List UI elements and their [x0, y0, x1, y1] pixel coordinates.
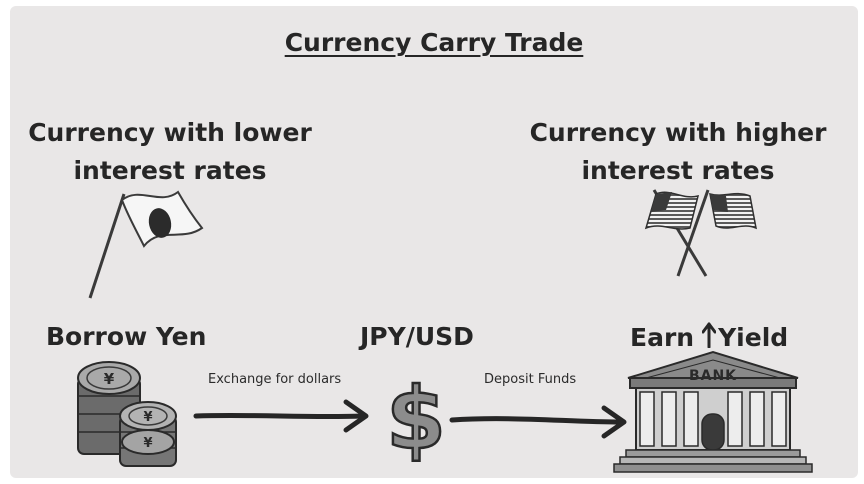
- diagram-artwork: ¥ ¥ ¥ $: [77, 189, 813, 473]
- lower-rate-heading: Currency with lower interest rates: [20, 114, 320, 190]
- exchange-arrow: [193, 399, 369, 433]
- yen-coins-icon: [77, 361, 177, 467]
- crossed-usa-flags-icon: [644, 189, 757, 277]
- currency-pair-label: JPY/USD: [360, 322, 474, 351]
- higher-rate-heading: Currency with higher interest rates: [518, 114, 838, 190]
- lower-rate-heading-line2: interest rates: [73, 156, 267, 185]
- bank-building-icon: [613, 350, 813, 473]
- diagram-panel: Currency Carry Trade Currency with lower…: [10, 6, 858, 478]
- borrow-yen-label: Borrow Yen: [46, 322, 207, 351]
- earn-yield-label: Earn Yield: [630, 322, 788, 352]
- higher-rate-heading-line2: interest rates: [581, 156, 775, 185]
- exchange-arrow-caption: Exchange for dollars: [208, 372, 342, 387]
- page-title: Currency Carry Trade: [284, 28, 584, 57]
- bank-sign: BANK: [688, 368, 738, 384]
- earn-label-prefix: Earn: [630, 323, 695, 352]
- japan-flag-icon: [88, 190, 204, 299]
- earn-label-suffix: Yield: [718, 323, 789, 352]
- coin-yen-symbol-3: ¥: [143, 436, 152, 451]
- higher-rate-heading-line1: Currency with higher: [529, 118, 827, 147]
- arrow-up-icon: [702, 322, 717, 348]
- deposit-arrow: [449, 405, 627, 439]
- deposit-arrow-caption: Deposit Funds: [484, 372, 577, 387]
- coin-yen-symbol-2: ¥: [143, 410, 152, 425]
- coin-yen-symbol: ¥: [104, 370, 115, 388]
- dollar-sign-icon: $: [386, 369, 446, 469]
- lower-rate-heading-line1: Currency with lower: [28, 118, 312, 147]
